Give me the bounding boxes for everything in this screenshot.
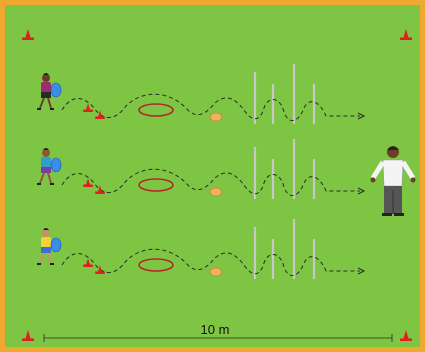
cone-icon <box>83 178 93 187</box>
drill-lane <box>37 139 366 199</box>
path-arrow-icon <box>357 187 366 195</box>
cone-icon <box>95 185 105 194</box>
marker-disc-icon <box>209 267 223 277</box>
marker-disc-icon <box>209 187 223 197</box>
pitch <box>5 5 420 347</box>
cone-icon <box>400 330 412 341</box>
cone-icon <box>83 258 93 267</box>
ball-icon <box>50 237 62 253</box>
player-2 <box>37 148 62 185</box>
cone-icon <box>22 330 34 341</box>
hoop-ring-icon <box>138 103 174 117</box>
hoop-ring-icon <box>138 258 174 272</box>
hoop-ring-icon <box>138 178 174 192</box>
cone-icon <box>95 110 105 119</box>
marker-disc-icon <box>209 112 223 122</box>
coach-figure-icon <box>370 146 416 216</box>
ball-icon <box>50 157 62 173</box>
path-arrow-icon <box>357 267 366 275</box>
drill-lanes <box>37 64 366 279</box>
cone-icon <box>400 29 412 40</box>
player-3 <box>37 228 62 265</box>
player-1 <box>37 73 62 110</box>
corner-cones <box>22 29 412 341</box>
drill-lane <box>37 64 366 124</box>
distance-label: 10 m <box>201 322 230 337</box>
cone-icon <box>95 265 105 274</box>
cone-icon <box>83 103 93 112</box>
distance-marker: 10 m <box>43 322 393 342</box>
drill-lane <box>37 219 366 279</box>
ball-icon <box>50 82 62 98</box>
cone-icon <box>22 29 34 40</box>
path-arrow-icon <box>357 112 366 120</box>
